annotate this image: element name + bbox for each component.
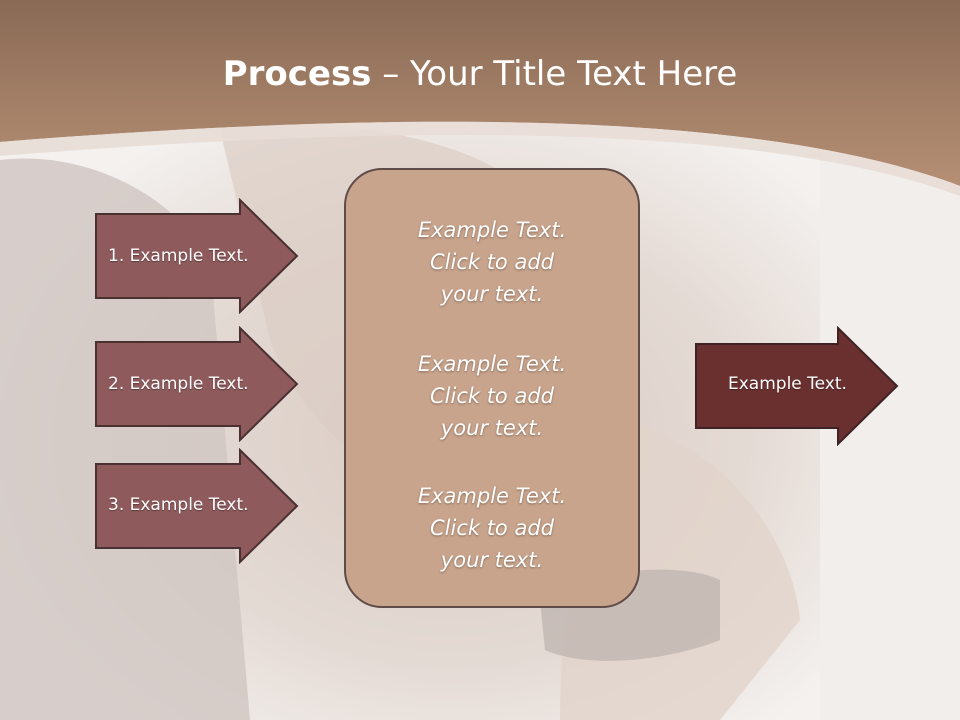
center-block-3-line-2: Click to add [429,516,554,540]
left-arrow-1-label: 1. Example Text. [108,246,249,266]
left-arrow-2[interactable] [94,326,300,442]
center-block-3: Example Text. Click to add your text. [346,480,638,576]
title-bold: Process [222,54,372,94]
slide-title: Process – Your Title Text Here [0,52,960,96]
header-band [0,0,960,186]
left-arrow-1[interactable] [94,198,300,314]
right-arrow-shape[interactable] [695,326,899,446]
title-rest: – Your Title Text Here [371,54,738,94]
header-curve-highlight [0,121,960,196]
left-arrow-3[interactable] [94,448,300,564]
left-arrow-3-label: 3. Example Text. [108,495,249,515]
center-block-1-line-2: Click to add [429,250,554,274]
left-arrow-2-label: 2. Example Text. [108,374,249,394]
center-block-3-line-1: Example Text. [417,484,567,508]
center-block-1-line-3: your text. [440,282,544,306]
center-text-box[interactable]: Example Text. Click to add your text. Ex… [344,168,640,608]
right-arrow-label: Example Text. [728,374,847,394]
center-block-1: Example Text. Click to add your text. [346,214,638,310]
center-block-2: Example Text. Click to add your text. [346,348,638,444]
center-block-2-line-2: Click to add [429,384,554,408]
left-arrow-2-shape[interactable] [95,326,299,442]
center-block-1-line-1: Example Text. [417,218,567,242]
left-arrow-3-shape[interactable] [95,448,299,564]
left-arrow-1-shape[interactable] [95,198,299,314]
right-arrow[interactable] [694,326,900,446]
center-block-2-line-1: Example Text. [417,352,567,376]
center-block-3-line-3: your text. [440,548,544,572]
center-block-2-line-3: your text. [440,416,544,440]
